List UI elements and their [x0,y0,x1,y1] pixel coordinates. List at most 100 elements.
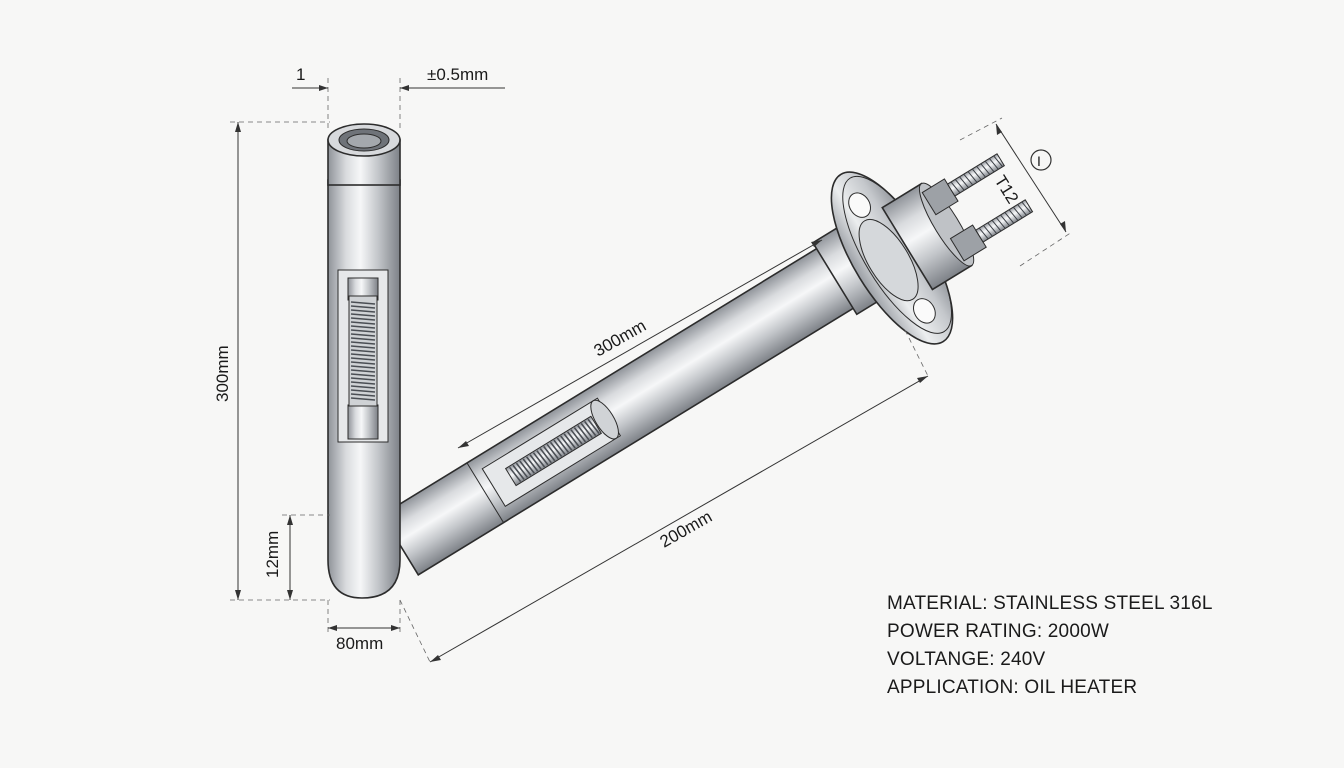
thread-line [1004,212,1015,224]
thread-line [980,163,991,175]
coil-turn [560,435,573,451]
thread-line [1012,206,1023,219]
coil-turn [553,439,566,455]
thread-line [976,165,986,178]
coil-turn [350,353,376,357]
specifications-block: MATERIAL: STAINLESS STEEL 316L POWER RAT… [887,590,1213,702]
spec-application: APPLICATION: OIL HEATER [887,677,1138,698]
coil-turn [556,437,570,453]
stud-thread [978,201,1032,240]
thread-line [1000,214,1010,227]
dim-label-diagonal-upper: 300mm [591,316,650,360]
thread-line [983,225,993,237]
coil-turn [350,369,376,373]
thread-line [963,173,974,186]
dimension-lines [230,78,1073,663]
coil-turn [350,377,376,381]
thread-line [954,179,965,191]
terminal-stud [921,153,1006,216]
coil-turn [350,393,376,397]
coil-turn [515,462,529,478]
coil-turn [532,452,546,468]
diagonal-heating-coil [508,418,600,483]
coil-turn [577,425,590,441]
coil-turn [549,441,563,458]
flange-marker-circle [1030,149,1052,171]
coil-turn [350,349,376,353]
coil-turn [508,466,522,483]
spec-power-rating: POWER RATING: 2000W [887,621,1109,642]
thread-line [987,222,998,235]
flange-bolt-hole [848,192,872,218]
coil-turn [350,373,376,377]
coil-turn [350,397,376,401]
thread-line [1008,209,1019,221]
coil-turn [350,361,376,365]
coil-turn [350,341,376,345]
thread-line [971,168,982,181]
stud-thread [950,155,1004,194]
coil-turn [350,317,376,321]
coil-turn [350,301,376,305]
coil-turn [350,321,376,325]
coil-turn [350,389,376,393]
coil-turn [587,418,600,435]
coil-turn [350,381,376,385]
vertical-heating-coil [350,301,376,401]
coil-turn [512,464,525,481]
coil-turn [563,433,576,449]
coil-turn [529,454,542,470]
coil-turn [519,460,532,476]
coil-turn [350,325,376,329]
dim-label-flange-thread: T12 [991,172,1023,207]
coil-turn [573,427,587,443]
coil-turn [350,313,376,317]
thread-line [978,227,989,240]
coil-turn [350,385,376,389]
coil-turn [350,357,376,361]
coil-turn [525,456,539,472]
terminal-stud [949,199,1034,262]
vertical-heater-tube [327,123,401,599]
coil-turn [536,450,549,466]
thread-line [991,219,1002,232]
dim-label-tube-width: 80mm [336,634,383,653]
coil-turn [583,420,597,437]
thread-line [967,171,978,183]
coil-turn [350,333,376,337]
thread-line [959,176,969,188]
flange-bolt-hole [912,298,936,324]
coil-turn [539,448,552,464]
spec-voltage: VOLTANGE: 240V [887,649,1046,670]
dim-label-top-left: 1 [296,65,305,84]
dim-label-vertical-height: 300mm [213,345,232,402]
coil-turn [350,305,376,309]
coil-turn [522,458,535,474]
dim-label-flange-marker: I [1037,153,1041,169]
coil-turn [350,345,376,349]
diagonal-heater-tube [380,212,905,576]
thread-line [1017,204,1027,216]
mounting-flange [830,153,1034,345]
vertical-cutaway-window [337,269,389,443]
coil-turn [580,422,593,439]
coil-turn [350,337,376,341]
thread-line [950,181,961,194]
dim-label-diagonal-lower: 200mm [657,507,716,551]
coil-turn [546,443,559,460]
coil-turn [543,445,556,462]
coil-turn [350,309,376,313]
dim-label-tolerance: ±0.5mm [427,65,488,84]
coil-turn [566,431,580,447]
spec-material: MATERIAL: STAINLESS STEEL 316L [887,593,1213,614]
coil-turn [350,365,376,369]
coil-turn [350,329,376,333]
thread-line [995,217,1006,229]
dim-label-bottom-height: 12mm [263,531,282,578]
coil-turn [570,429,583,445]
thread-line [1021,201,1032,214]
thread-line [984,160,995,173]
thread-line [988,158,999,170]
thread-line [993,155,1004,168]
